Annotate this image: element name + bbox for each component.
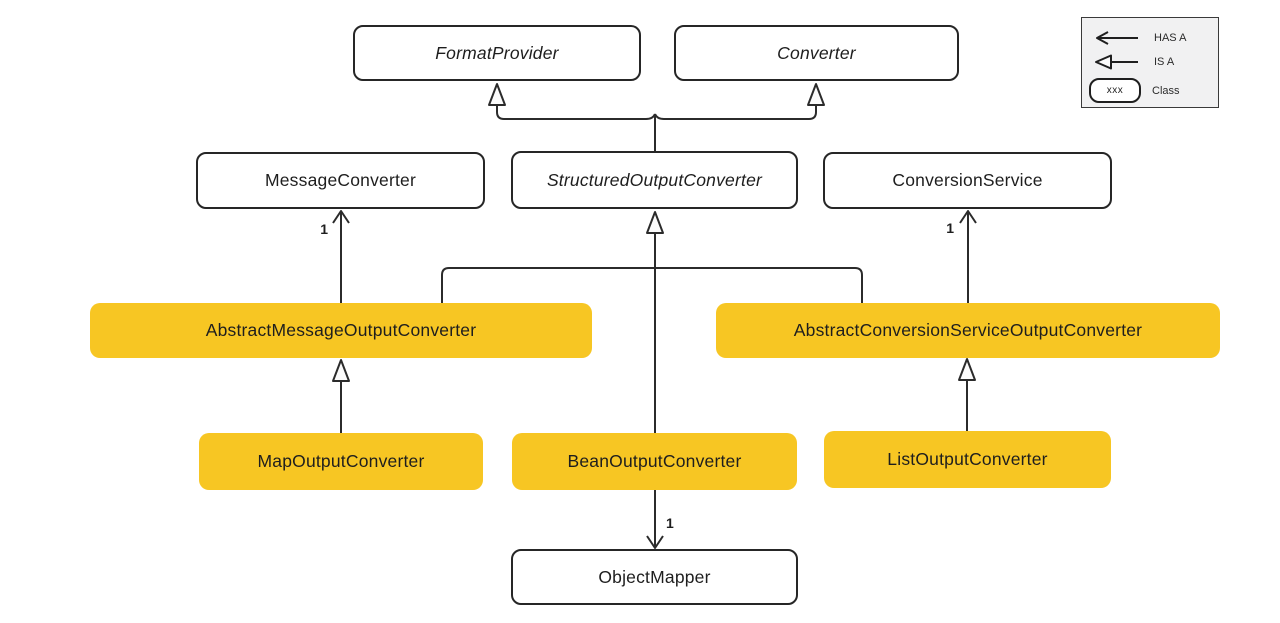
node-map-output-converter: MapOutputConverter <box>199 433 483 490</box>
isa-triangle-abstractconversion <box>958 358 976 381</box>
edge-isa-branch-to-abstract-converters <box>441 267 863 303</box>
node-converter: Converter <box>674 25 959 81</box>
multiplicity-label-conversion-service: 1 <box>946 220 954 236</box>
legend-row-is-a: IS A <box>1092 54 1174 70</box>
legend-has-a-label: HAS A <box>1154 32 1187 44</box>
edge-hasa-abstractconversion-to-conversionservice <box>959 210 977 303</box>
multiplicity-label-message-converter: 1 <box>320 221 328 237</box>
legend-row-class: xxx Class <box>1089 78 1180 103</box>
isa-triangle-converter <box>807 83 825 106</box>
node-abstract-conversion-service-output-converter: AbstractConversionServiceOutputConverter <box>716 303 1220 358</box>
legend-row-has-a: HAS A <box>1092 30 1186 46</box>
legend-class-pill: xxx <box>1089 78 1141 103</box>
node-message-converter: MessageConverter <box>196 152 485 209</box>
node-list-output-converter: ListOutputConverter <box>824 431 1111 488</box>
node-object-mapper: ObjectMapper <box>511 549 798 605</box>
node-format-provider: FormatProvider <box>353 25 641 81</box>
node-conversion-service: ConversionService <box>823 152 1112 209</box>
legend: HAS A IS A xxx Class <box>1081 17 1219 108</box>
has-a-arrow-icon <box>1096 31 1138 45</box>
node-bean-output-converter: BeanOutputConverter <box>512 433 797 490</box>
isa-triangle-formatprovider <box>488 83 506 106</box>
multiplicity-label-object-mapper: 1 <box>666 515 674 531</box>
legend-is-a-label: IS A <box>1154 56 1175 68</box>
isa-triangle-abstractmessage <box>332 359 350 382</box>
node-abstract-message-output-converter: AbstractMessageOutputConverter <box>90 303 592 358</box>
is-a-arrow-icon <box>1095 54 1138 70</box>
edge-isa-structured-to-formatprovider <box>496 105 656 120</box>
legend-class-label: Class <box>1152 84 1180 97</box>
edge-hasa-abstractmessage-to-messageconverter <box>332 210 350 303</box>
isa-triangle-structuredoutputconverter <box>646 211 664 234</box>
edge-isa-structured-to-converter <box>654 105 817 120</box>
edge-hasa-bean-to-objectmapper <box>646 490 664 549</box>
node-structured-output-converter: StructuredOutputConverter <box>511 151 798 209</box>
